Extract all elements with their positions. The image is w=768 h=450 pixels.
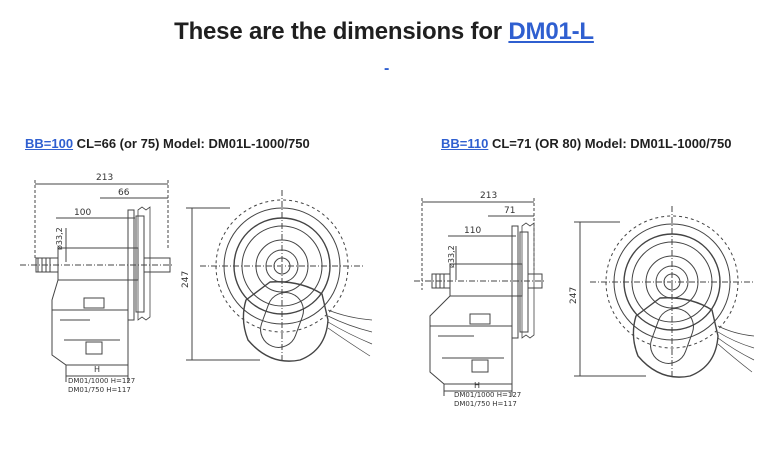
left-caption: BB=100 CL=66 (or 75) Model: DM01L-1000/7… xyxy=(25,136,310,151)
left-caption-text: CL=66 (or 75) Model: DM01L-1000/750 xyxy=(73,136,310,151)
right-front-view xyxy=(574,206,755,378)
right-dim-total: 213 xyxy=(480,191,497,201)
right-side-view xyxy=(414,198,544,396)
right-dim-height: 247 xyxy=(569,287,579,304)
right-dim-diam: ø33,2 xyxy=(447,245,456,268)
bb100-link[interactable]: BB=100 xyxy=(25,136,74,151)
model-link[interactable]: DM01-L xyxy=(508,18,594,45)
left-side-view xyxy=(20,180,172,382)
left-note-1000: DM01/1000 H=127 xyxy=(68,377,135,385)
page-title: These are the dimensions for DM01-L xyxy=(0,18,768,46)
left-dim-total: 213 xyxy=(96,173,113,183)
right-dim-h: H xyxy=(474,381,480,390)
right-drawing: 213 71 110 ø33,2 247 H DM01/1000 H=127 D… xyxy=(414,191,755,408)
right-caption-text: CL=71 (OR 80) Model: DM01L-1000/750 xyxy=(488,136,732,151)
right-note-750: DM01/750 H=117 xyxy=(454,400,517,408)
left-dim-cl: 66 xyxy=(118,188,130,198)
right-note-1000: DM01/1000 H=127 xyxy=(454,391,521,399)
left-front-view xyxy=(186,190,373,362)
separator-dash: - xyxy=(384,60,390,77)
right-dim-bb: 110 xyxy=(464,226,481,236)
left-dim-bb: 100 xyxy=(74,208,91,218)
right-caption: BB=110 CL=71 (OR 80) Model: DM01L-1000/7… xyxy=(441,136,731,151)
bb110-link[interactable]: BB=110 xyxy=(441,136,489,151)
left-dim-height: 247 xyxy=(181,271,191,288)
left-dim-diam: ø33,2 xyxy=(55,227,64,250)
left-drawing: 213 66 100 ø33,2 247 H DM01/1000 H=127 D… xyxy=(20,173,373,394)
left-dim-h: H xyxy=(94,365,100,374)
right-dim-cl: 71 xyxy=(504,206,515,216)
left-note-750: DM01/750 H=117 xyxy=(68,386,131,394)
title-prefix: These are the dimensions for xyxy=(174,18,509,45)
